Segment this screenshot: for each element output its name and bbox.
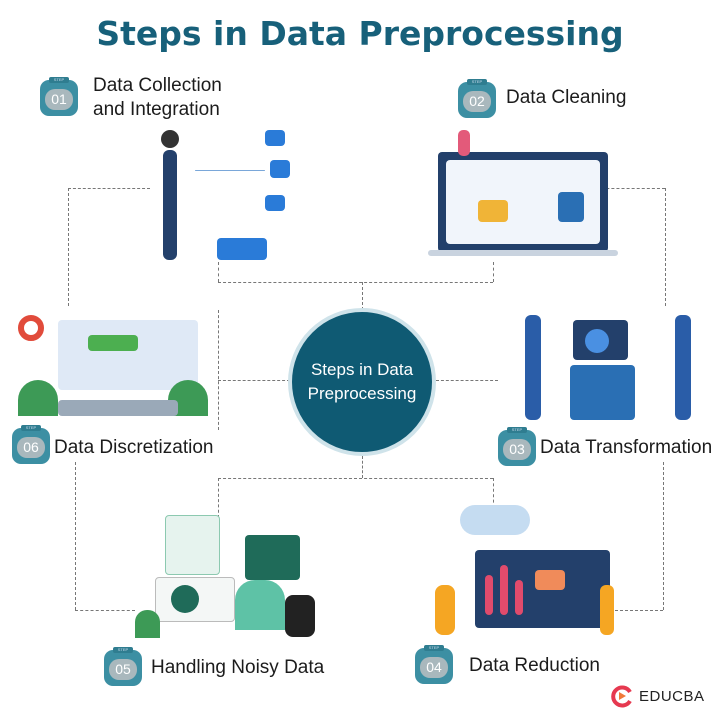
connector xyxy=(218,380,290,381)
step-05-label: Handling Noisy Data xyxy=(151,657,325,678)
step-02-badge: STEP 02 xyxy=(458,79,496,118)
badge-number: 06 xyxy=(17,437,45,458)
step-05-badge: STEP 05 xyxy=(104,647,142,686)
data-collection-illustration xyxy=(145,130,305,265)
connector xyxy=(218,262,219,282)
center-circle: Steps in Data Preprocessing xyxy=(288,308,436,456)
brand-name: EDUCBA xyxy=(639,687,705,705)
connector xyxy=(218,310,219,430)
noisy-data-illustration xyxy=(135,515,320,640)
badge-cap: STEP xyxy=(21,425,41,431)
center-label: Steps in Data Preprocessing xyxy=(307,360,417,403)
step-06-label: Data Discretization xyxy=(54,437,214,458)
step-01-label: Data Collection and Integration xyxy=(93,75,222,120)
connector xyxy=(218,282,493,283)
step-03-badge: STEP 03 xyxy=(498,427,536,466)
badge-number: 04 xyxy=(420,657,448,678)
badge-number: 05 xyxy=(109,659,137,680)
data-reduction-illustration xyxy=(430,505,615,640)
data-transformation-illustration xyxy=(505,305,705,425)
step-06-badge: STEP 06 xyxy=(12,425,50,464)
page-title: Steps in Data Preprocessing xyxy=(96,14,624,53)
badge-number: 02 xyxy=(463,91,491,112)
educba-logo-icon xyxy=(611,685,632,708)
connector xyxy=(362,282,363,310)
connector xyxy=(218,478,219,518)
step-04-badge: STEP 04 xyxy=(415,645,453,684)
connector xyxy=(493,478,494,508)
badge-cap: STEP xyxy=(424,645,444,651)
connector xyxy=(663,462,664,610)
badge-cap: STEP xyxy=(467,79,487,85)
connector xyxy=(68,188,150,189)
badge-number: 01 xyxy=(45,89,73,110)
step-02-label: Data Cleaning xyxy=(506,87,627,108)
badge-cap: STEP xyxy=(49,77,69,83)
badge-cap: STEP xyxy=(113,647,133,653)
connector xyxy=(436,380,498,381)
connector xyxy=(75,462,76,610)
data-discretization-illustration xyxy=(18,300,213,425)
connector xyxy=(75,610,135,611)
badge-cap: STEP xyxy=(507,427,527,433)
data-cleaning-illustration xyxy=(428,130,628,260)
connector xyxy=(218,478,493,479)
step-01-badge: STEP 01 xyxy=(40,77,78,116)
educba-logo: EDUCBA xyxy=(610,684,705,708)
step-04-label: Data Reduction xyxy=(469,655,600,676)
badge-number: 03 xyxy=(503,439,531,460)
step-03-label: Data Transformation xyxy=(540,437,713,458)
connector xyxy=(665,188,666,306)
connector xyxy=(610,610,663,611)
connector xyxy=(362,456,363,478)
connector xyxy=(68,188,69,306)
connector xyxy=(493,262,494,282)
